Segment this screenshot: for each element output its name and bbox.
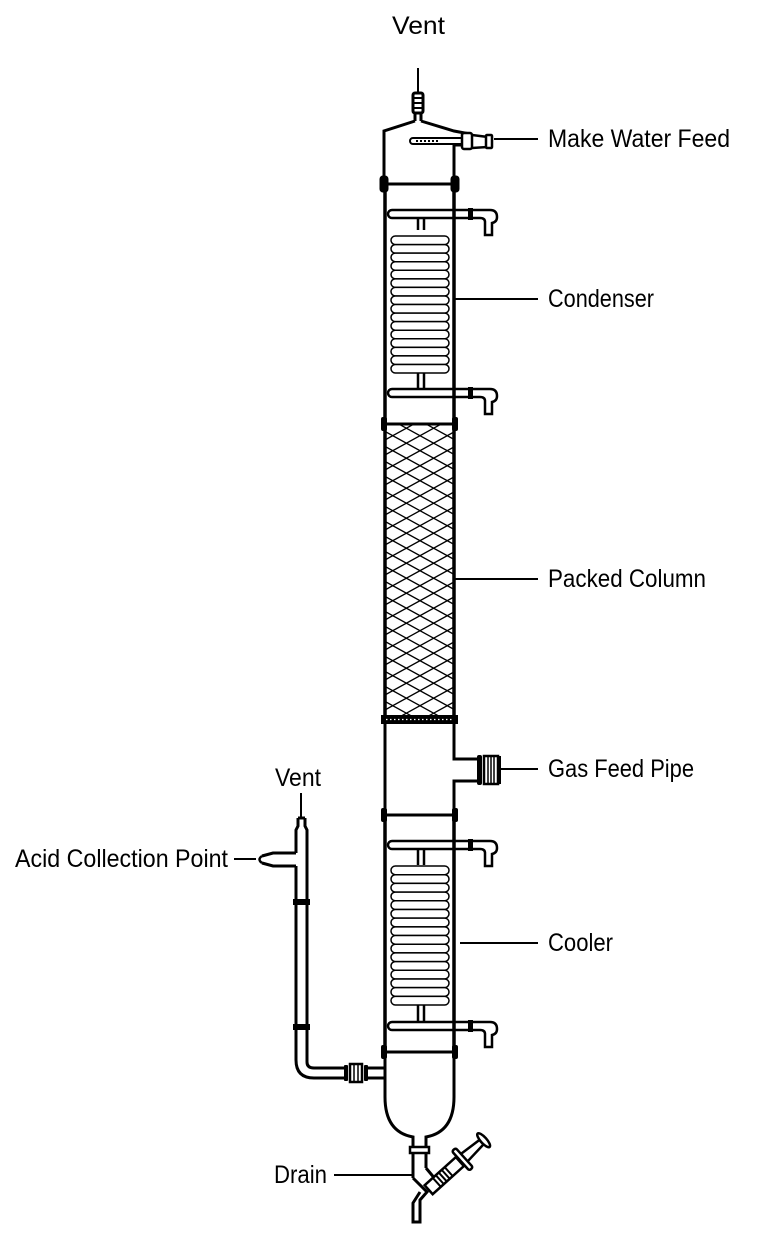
packing-line [386,777,454,814]
packing-line [386,641,454,680]
coil-turn [390,952,450,963]
label-cooler: Cooler [548,929,613,957]
coil-turn [390,355,450,366]
packing-line [386,777,454,814]
coil-turn [390,960,450,971]
packing-line [386,762,454,799]
packing-line [386,701,415,717]
packing-line [386,762,454,799]
coil-turn [390,900,450,911]
packing-line [386,431,454,470]
packing-line [426,425,454,440]
packing-line [386,551,454,590]
label-acid-collection-point: Acid Collection Point [15,845,228,873]
coil-turn [390,320,450,331]
coil-turn [390,303,450,314]
condenser-section [381,184,499,431]
packing-line [386,425,414,440]
label-make-water-feed: Make Water Feed [548,125,730,153]
packing-line [386,425,441,455]
make-water-feed-inlet [409,131,494,151]
packing-line [425,701,454,717]
packing-line [386,566,454,605]
cooler-section [381,815,499,1059]
coil-turn [390,252,450,263]
packing-line [386,491,454,530]
labels: Vent Make Water Feed Condenser Packed Co… [15,12,730,1189]
coil-turn [390,865,450,876]
packing-line [386,461,454,500]
packing-line [398,686,454,717]
coil-turn [390,995,450,1006]
coil-turn [390,278,450,289]
coil-turn [390,269,450,280]
gas-feed-pipe-connector [477,754,501,786]
coil-turn [390,882,450,893]
packing-line [386,671,454,710]
label-side-vent: Vent [275,764,321,792]
coil-turn [390,338,450,349]
packing-line [386,476,454,515]
packing-support-plate [381,715,458,724]
coil-turn [390,926,450,937]
packing-line [386,732,454,769]
coil-turn [390,295,450,306]
coil-turn [390,934,450,945]
coil-turn [390,346,450,357]
coil-turn [390,363,450,374]
packing-line [386,732,454,769]
label-condenser: Condenser [548,285,654,313]
leader-lines [234,68,538,1176]
coil-turn [390,312,450,323]
packing-line [386,747,454,784]
packing-line [386,387,454,424]
packing-line [386,372,454,409]
packing-line [386,372,454,409]
coil-turn [390,917,450,928]
coil-turn [390,260,450,271]
cooler-coil [390,865,450,1006]
packing-line [386,611,454,650]
packing-line [386,656,454,695]
packing-line [386,536,454,575]
coil-turn [390,978,450,989]
packing-line [386,446,454,485]
coil-turn [390,235,450,246]
coil-turn [390,286,450,297]
label-top-vent: Vent [392,12,445,40]
acid-collection-line [258,816,387,1097]
label-drain: Drain [274,1161,327,1189]
label-gas-feed-pipe: Gas Feed Pipe [548,755,694,783]
packing-line [386,387,454,424]
acid-line-connector [344,1062,387,1097]
packing-line [386,521,454,560]
gas-feed-section [381,724,501,822]
coil-turn [390,243,450,254]
bottom-receiver [383,1052,492,1224]
packing-line [386,596,454,635]
packing-line [386,626,454,665]
top-vent-connector [411,91,425,121]
coil-turn [390,873,450,885]
coil-turn [390,969,450,980]
coil-turn [390,943,450,954]
packed-column-section [381,372,458,814]
coil-turn [390,908,450,919]
top-head [379,91,494,193]
packing-line [386,506,454,545]
coil-turn [390,329,450,340]
packing-line [386,747,454,784]
label-packed-column: Packed Column [548,565,706,593]
coil-turn [390,891,450,902]
packing-crosshatch [386,372,454,814]
coil-turn [390,986,450,998]
packing-line [386,581,454,620]
drain-stopcock [422,1131,492,1196]
condenser-coil [390,235,450,374]
